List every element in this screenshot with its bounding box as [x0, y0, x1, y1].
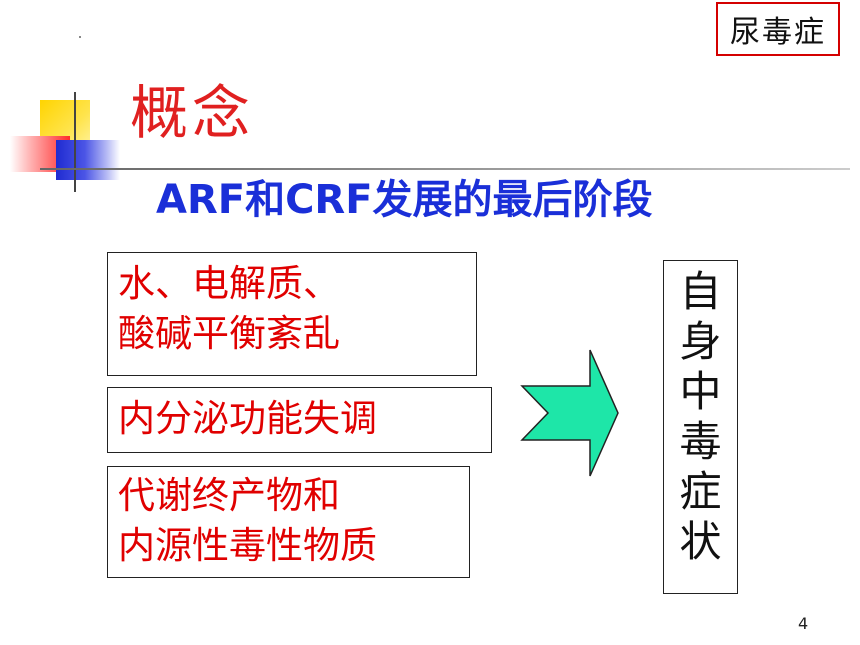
slide-title: 概念 [130, 79, 255, 147]
decorative-squares-logo [0, 0, 130, 200]
decorative-dot [79, 36, 81, 38]
slide-subtitle: ARF和CRF发展的最后阶段 [156, 177, 653, 223]
right-arrow-icon [520, 349, 619, 477]
corner-topic-label: 尿毒症 [730, 15, 826, 50]
result-char: 状 [679, 517, 722, 566]
title-underline [40, 168, 850, 170]
cause-box-electrolyte: 水、电解质、 酸碱平衡紊乱 [107, 252, 477, 376]
cause-box-line: 代谢终产物和 [118, 474, 340, 517]
cause-box-line: 水、电解质、 [118, 262, 340, 305]
cause-box-endocrine: 内分泌功能失调 [107, 387, 492, 453]
cause-box-line: 酸碱平衡紊乱 [118, 312, 340, 355]
corner-topic-tag: 尿毒症 [716, 2, 840, 56]
result-char: 毒 [679, 417, 722, 466]
cause-box-line: 内源性毒性物质 [118, 524, 377, 567]
vertical-rule [74, 92, 76, 192]
result-char: 症 [679, 467, 722, 516]
page-number: 4 [798, 614, 809, 633]
cause-box-metabolic: 代谢终产物和 内源性毒性物质 [107, 466, 470, 578]
blue-square [56, 140, 120, 180]
cause-box-line: 内分泌功能失调 [118, 397, 377, 440]
result-char: 身 [679, 317, 722, 366]
result-box-self-intoxication: 自 身 中 毒 症 状 [663, 260, 738, 594]
result-char: 自 [679, 267, 722, 316]
result-char: 中 [679, 367, 722, 416]
